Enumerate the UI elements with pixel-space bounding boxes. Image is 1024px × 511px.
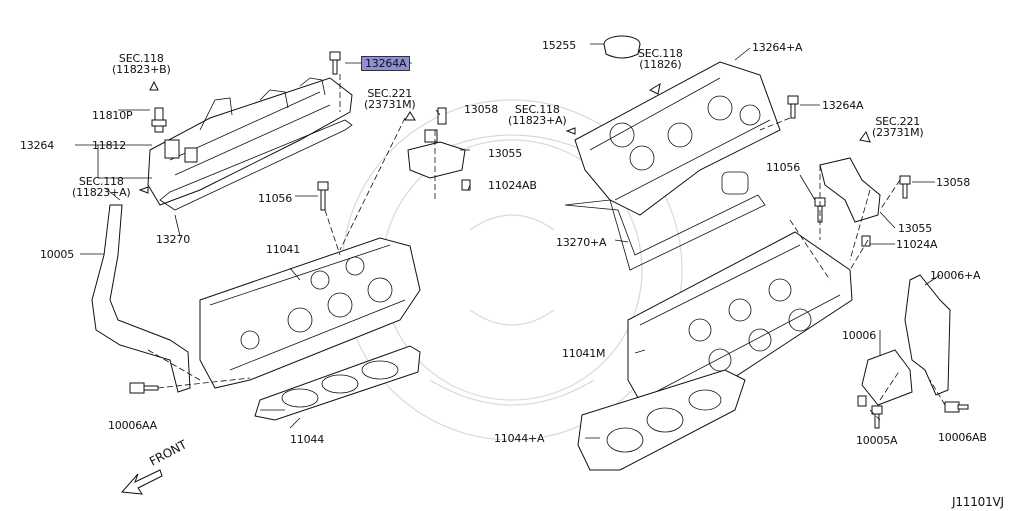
diagram-id: J11101VJ — [952, 495, 1004, 509]
bracket-10006 — [861, 349, 913, 406]
bracket-10005 — [91, 204, 191, 393]
arrow-left-icon — [565, 127, 576, 135]
cam-sensor-13055-left — [407, 107, 471, 191]
part-label[interactable]: 11056 — [258, 192, 292, 205]
part-13264A-highlight[interactable]: 13264A — [361, 56, 411, 71]
part-label[interactable]: 11024AB — [488, 179, 537, 192]
gasket-13270A — [564, 194, 766, 271]
rocker-cover-left — [147, 77, 353, 206]
part-label[interactable]: 11024A — [896, 238, 938, 251]
sec-ref-label: SEC.118(11823+B) — [112, 52, 171, 76]
part-label[interactable]: 15255 — [542, 39, 576, 52]
rocker-cover-right — [574, 61, 781, 216]
part-label[interactable]: 10006AB — [938, 431, 987, 444]
part-label[interactable]: 10006 — [842, 329, 876, 342]
sec-ref-label: SEC.118(11826) — [638, 47, 683, 71]
part-label[interactable]: 13264A — [822, 99, 864, 112]
part-label[interactable]: 11812 — [92, 139, 126, 152]
front-arrow-icon — [120, 469, 163, 495]
part-label[interactable]: 11044+A — [494, 432, 545, 445]
cylinder-head-11041M — [627, 231, 853, 411]
part-label[interactable]: 13055 — [488, 147, 522, 160]
part-label[interactable]: 13264 — [20, 139, 54, 152]
bolt-13264A-right — [787, 95, 799, 119]
gasket-seal — [721, 171, 749, 195]
part-label[interactable]: 13264+A — [752, 41, 803, 54]
part-label[interactable]: 11044 — [290, 433, 324, 446]
sec-ref-label: SEC.221(23731M) — [364, 87, 416, 111]
arrow-left-icon — [138, 186, 149, 194]
dashed-guide — [147, 74, 946, 421]
part-label[interactable]: 11810P — [92, 109, 133, 122]
arrow-icon — [859, 130, 871, 143]
sec-ref-label: SEC.118(11823+A) — [72, 175, 131, 199]
bolt-10005A — [857, 395, 883, 429]
head-gasket-11044 — [254, 345, 421, 421]
part-label[interactable]: 13055 — [898, 222, 932, 235]
part-label[interactable]: 11041M — [562, 347, 606, 360]
part-label[interactable]: 13270+A — [556, 236, 607, 249]
bolt-13264A-left — [329, 51, 341, 75]
part-label[interactable]: 13270 — [156, 233, 190, 246]
arrow-up-icon — [149, 80, 159, 91]
cam-sensor-13055-right — [819, 157, 881, 247]
part-label[interactable]: 13058 — [464, 103, 498, 116]
sensor-11812 — [151, 107, 167, 133]
part-label[interactable]: 10005 — [40, 248, 74, 261]
oil-cap-15255 — [603, 35, 641, 59]
arrow-up-icon — [404, 111, 416, 121]
bolt-10006AB — [944, 401, 969, 413]
part-label[interactable]: 10005A — [856, 434, 898, 447]
part-label[interactable]: 10006AA — [108, 419, 157, 432]
arrow-icon — [648, 82, 661, 95]
bolt-10006AA — [129, 382, 159, 394]
head-gasket-11044A — [577, 369, 746, 471]
sec-ref-label: SEC.118(11823+A) — [508, 103, 567, 127]
part-label[interactable]: 13058 — [936, 176, 970, 189]
bolt-13058-right — [899, 175, 911, 199]
part-label[interactable]: 11056 — [766, 161, 800, 174]
bracket-10006A — [904, 274, 951, 396]
sec-ref-label: SEC.221(23731M) — [872, 115, 924, 139]
part-label[interactable]: 11041 — [266, 243, 300, 256]
part-label[interactable]: 10006+A — [930, 269, 981, 282]
bolt-11056-left — [317, 181, 329, 211]
gasket-13270 — [159, 119, 353, 211]
cylinder-head-11041 — [199, 237, 421, 389]
